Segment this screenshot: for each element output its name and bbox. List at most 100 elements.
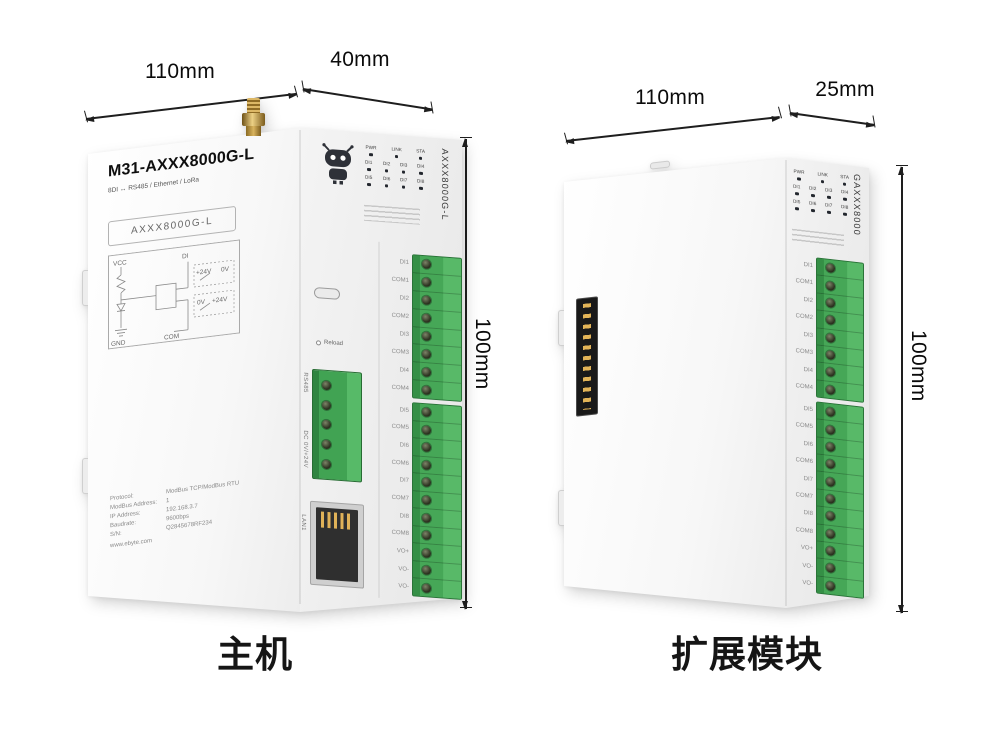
terminal-label: DI6 <box>399 442 409 450</box>
led-dot <box>827 195 831 200</box>
led-indicator: STA <box>415 148 426 160</box>
led-label: DI8 <box>417 179 425 185</box>
dimension-line <box>789 112 875 126</box>
led-label: DI8 <box>841 204 849 211</box>
screw-terminal <box>322 400 331 411</box>
led-label: DI6 <box>382 176 390 182</box>
led-dot <box>419 171 423 176</box>
rs485-terminal-connector <box>312 368 362 483</box>
led-dot <box>367 182 371 187</box>
terminal-label: COM7 <box>391 494 409 503</box>
led-indicator: DI7 <box>399 177 409 189</box>
led-dot <box>827 210 831 215</box>
vent-slots <box>364 204 420 225</box>
led-label: DI6 <box>809 201 817 207</box>
led-label: DI2 <box>809 186 817 192</box>
vertical-model-text: GAXXX8000 <box>852 173 862 237</box>
terminal-label: VO- <box>802 580 813 588</box>
led-indicator: STA <box>839 174 850 186</box>
dimension-line <box>302 88 433 111</box>
led-dot <box>843 197 847 201</box>
led-indicator: LINK <box>816 171 829 184</box>
led-label: STA <box>415 149 425 155</box>
terminal-label: COM2 <box>391 312 409 321</box>
model-label-box: AXXX8000G-L <box>108 205 236 247</box>
terminal-label: COM4 <box>795 383 813 392</box>
led-dot <box>401 184 406 189</box>
device-side-panel <box>88 120 300 612</box>
led-indicator: DI5 <box>364 175 374 187</box>
vertical-model-text: AXXX8000G-L <box>440 148 450 222</box>
mounting-slot <box>650 160 670 170</box>
circuit-label: +24V <box>212 296 228 305</box>
led-label: PWR <box>793 169 805 176</box>
antenna-nut <box>241 113 265 126</box>
terminal-label: COM8 <box>391 530 409 538</box>
led-indicator: DI5 <box>792 199 802 211</box>
led-label: DI2 <box>382 161 390 167</box>
circuit-label: COM <box>164 333 179 342</box>
led-indicator: DI6 <box>808 201 818 213</box>
caption-main: 主机 <box>217 634 293 675</box>
din-rail-tab <box>558 490 564 526</box>
wiring-diagram: VCC GND DI COM +24V 0V 0V +24V <box>108 239 240 350</box>
terminal-label: VO- <box>398 565 409 573</box>
power-label: DC 0V/+24V <box>302 430 308 469</box>
led-dot <box>418 156 423 160</box>
gold-pins <box>583 303 591 410</box>
rj45-pins <box>321 511 353 530</box>
terminal-label: DI3 <box>399 331 409 339</box>
led-panel: PWR LINK STA DI1 DI2 <box>364 145 426 191</box>
dimension-line <box>901 167 903 613</box>
led-dot <box>384 183 389 188</box>
panel-seam <box>785 160 787 606</box>
led-label: DI7 <box>400 178 408 184</box>
terminal-label: VO+ <box>396 548 409 555</box>
antenna-base <box>245 126 261 136</box>
expansion-device: PWR LINK STA DI1 DI2 <box>558 150 869 612</box>
terminal-label: COM5 <box>391 424 409 432</box>
caption-expansion: 扩展模块 <box>671 634 823 675</box>
terminal-label: DI8 <box>399 512 409 520</box>
robot-logo-icon <box>322 143 354 185</box>
led-dot <box>369 152 373 157</box>
led-label: DI3 <box>400 163 408 169</box>
rj45-socket <box>316 507 358 583</box>
side-print-area: M31-AXXX8000G-L 8DI ↔ RS485 / Ethernet /… <box>88 128 300 612</box>
led-indicator: DI7 <box>824 202 834 215</box>
vent-slots <box>792 228 844 249</box>
reload-button: Reload <box>316 339 343 347</box>
terminal-label: VO- <box>398 583 409 591</box>
front-panel-area: PWR LINK STA DI1 DI2 <box>300 128 462 616</box>
circuit-label: GND <box>111 339 126 348</box>
dimension-tick <box>896 165 908 166</box>
circuit-label: VCC <box>113 259 127 268</box>
dimension-main-depth: 40mm <box>330 48 390 71</box>
led-dot <box>842 181 847 186</box>
terminal-label: DI4 <box>399 367 409 375</box>
led-label: PWR <box>365 145 377 151</box>
led-indicator: DI4 <box>840 189 850 201</box>
led-dot <box>820 179 825 184</box>
led-indicator: DI2 <box>381 161 391 173</box>
led-dot <box>384 168 389 173</box>
circuit-label: DI <box>182 253 189 261</box>
led-label: DI1 <box>793 184 801 191</box>
main-device: M31-AXXX8000G-L 8DI ↔ RS485 / Ethernet /… <box>82 98 462 612</box>
circuit-label: +24V <box>196 268 212 277</box>
spec-block: Protocol: ModBus TCP/ModBus RTU ModBus A… <box>110 476 270 549</box>
reload-hole <box>316 339 321 346</box>
terminal-screw <box>413 380 461 401</box>
dimension-main-width: 110mm <box>145 60 215 83</box>
circuit-label: 0V <box>197 299 206 307</box>
led-dot <box>394 154 399 159</box>
led-label: STA <box>839 174 849 181</box>
led-label: LINK <box>817 172 828 179</box>
led-dot <box>795 191 799 196</box>
led-label: LINK <box>391 147 402 153</box>
din-rail-tab <box>558 310 564 346</box>
panel-seam <box>299 130 301 604</box>
led-indicator: DI3 <box>824 187 834 200</box>
